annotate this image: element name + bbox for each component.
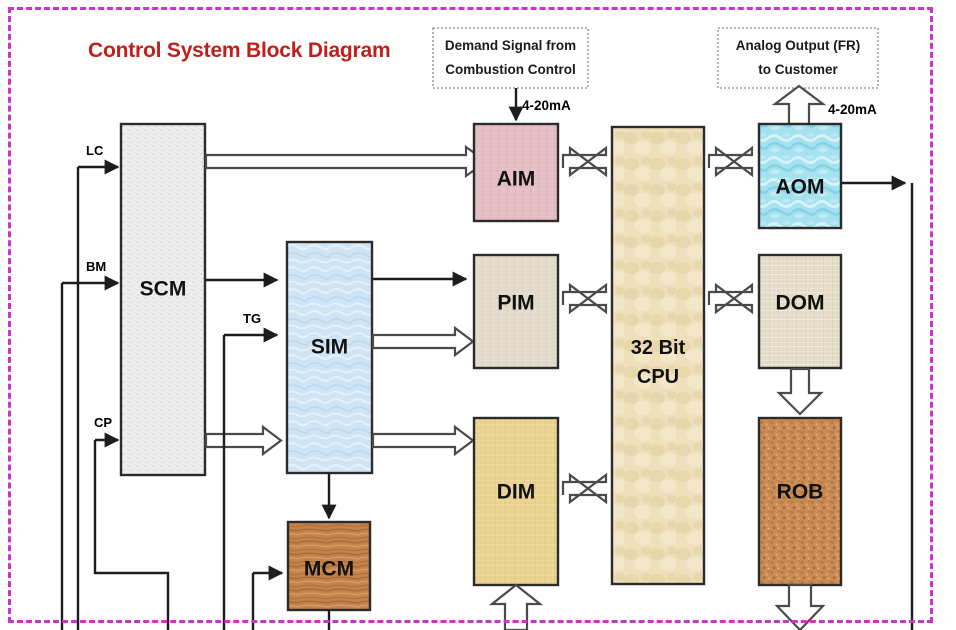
block-sim[interactable] — [285, 240, 374, 475]
block-pim[interactable] — [472, 253, 560, 370]
demand-signal-range: 4-20mA — [522, 98, 571, 113]
scm-to-aim-arrow — [204, 144, 488, 179]
block-cpu[interactable] — [610, 125, 706, 586]
pim-cpu-bidirectional-arrow — [561, 282, 608, 315]
signal-label-cp: CP — [94, 415, 112, 430]
cpu-aom-bidirectional-arrow — [707, 145, 754, 178]
block-cpu-label-line2: CPU — [637, 366, 679, 388]
sim-to-dim-arrow — [371, 424, 475, 457]
dom-to-rob-arrow — [776, 367, 824, 416]
block-aom-label: AOM — [776, 176, 825, 199]
signal-label-tg: TG — [243, 311, 261, 326]
demand-signal-box — [432, 27, 589, 89]
analog-output-line1: Analog Output (FR) — [736, 38, 860, 53]
analog-output-range: 4-20mA — [828, 102, 877, 117]
block-aim[interactable] — [472, 122, 560, 223]
dim-input-bottom-arrow — [488, 583, 544, 630]
scm-to-sim-lower-arrow — [204, 424, 283, 457]
cpu-dom-bidirectional-arrow — [707, 282, 754, 315]
signal-label-bm: BM — [86, 259, 106, 274]
demand-signal-line1: Demand Signal from — [445, 38, 576, 53]
block-cpu-label-line1: 32 Bit — [631, 337, 686, 359]
block-sim-label: SIM — [311, 336, 348, 359]
sim-to-pim-hollow-arrow — [371, 325, 475, 358]
dim-cpu-bidirectional-arrow — [561, 472, 608, 505]
page-title: Control System Block Diagram — [88, 39, 390, 62]
block-dim-label: DIM — [497, 481, 536, 504]
block-pim-label: PIM — [497, 292, 534, 315]
cp-feedback-line — [93, 440, 170, 630]
block-rob-label: ROB — [777, 481, 824, 504]
analog-output-line2: to Customer — [758, 62, 838, 77]
signal-label-lc: LC — [86, 143, 104, 158]
block-aim-label: AIM — [497, 168, 536, 191]
aom-to-customer-arrow — [771, 84, 827, 126]
aim-cpu-bidirectional-arrow — [561, 145, 608, 178]
block-scm-label: SCM — [140, 278, 187, 301]
demand-signal-line2: Combustion Control — [445, 62, 575, 77]
block-mcm-label: MCM — [304, 558, 354, 581]
block-aom[interactable] — [757, 122, 843, 230]
block-dom-label: DOM — [776, 292, 825, 315]
analog-output-box — [717, 27, 879, 89]
block-dom[interactable] — [757, 253, 843, 370]
rob-output-arrow — [774, 583, 826, 630]
block-scm[interactable] — [119, 122, 207, 477]
